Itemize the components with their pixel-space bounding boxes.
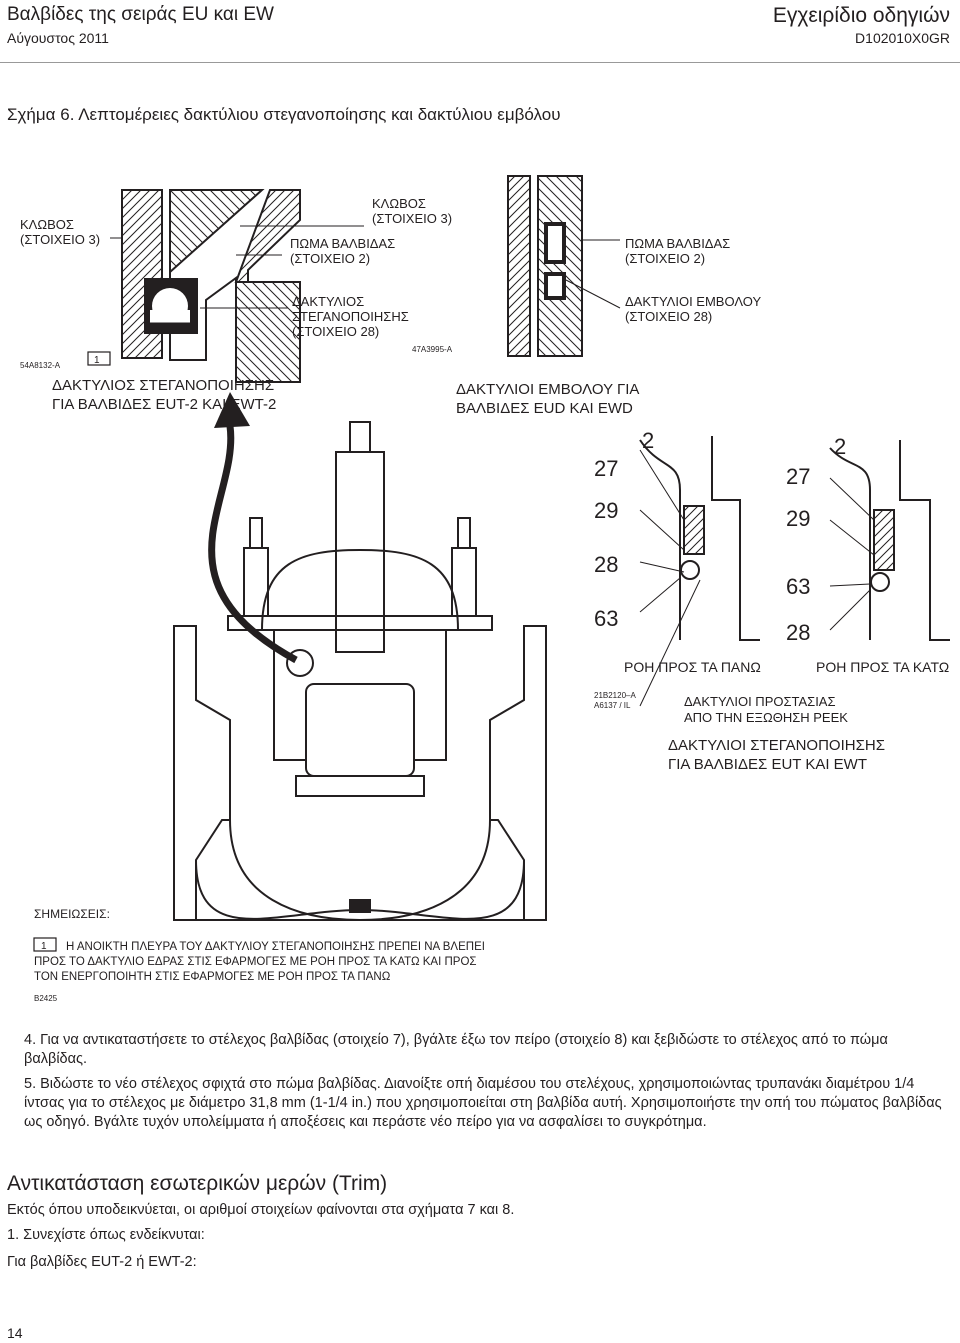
right-cage-label: ΚΛΩΒΟΣ(ΣΤΟΙΧΕΙΟ 3) (372, 196, 452, 226)
step-4-paragraph: 4. Για να αντικαταστήσετε το στέλεχος βα… (24, 1032, 888, 1067)
valve-subheading: Για βαλβίδες EUT-2 ή EWT-2: (7, 1254, 197, 1270)
flow-down-numbers: 2 27 29 63 28 (786, 434, 846, 645)
svg-text:27: 27 (594, 456, 618, 481)
notes-heading: ΣΗΜΕΙΩΣΕΙΣ: (34, 907, 110, 921)
right-bonnet-label: ΠΩΜΑ ΒΑΛΒΙΔΑΣ(ΣΤΟΙΧΕΙΟ 2) (625, 236, 730, 266)
svg-text:28: 28 (594, 552, 618, 577)
svg-text:63: 63 (594, 606, 618, 631)
notes-ref-box (33, 937, 57, 952)
figure-drawing: ΚΛΩΒΟΣ(ΣΤΟΙΧΕΙΟ 3) ΠΩΜΑ ΒΑΛΒΙΔΑΣ(ΣΤΟΙΧΕΙ… (20, 175, 950, 1003)
left-cage-label: ΚΛΩΒΟΣ(ΣΤΟΙΧΕΙΟ 3) (20, 217, 100, 247)
svg-text:2: 2 (834, 434, 846, 459)
flow-down-label: ΡΟΗ ΠΡΟΣ ΤΑ ΚΑΤΩ (816, 659, 949, 675)
svg-text:28: 28 (786, 620, 810, 645)
svg-text:2: 2 (642, 428, 654, 453)
right-piston-detail (507, 175, 621, 357)
svg-text:63: 63 (786, 574, 810, 599)
svg-text:27: 27 (786, 464, 810, 489)
notes-code: B2425 (34, 994, 58, 1003)
left-bonnet-label: ΠΩΜΑ ΒΑΛΒΙΔΑΣ(ΣΤΟΙΧΕΙΟ 2) (290, 236, 395, 266)
page-number: 14 (7, 1325, 23, 1341)
left-detail-code: 54A8132-A (20, 361, 61, 370)
right-ring-label: ΔΑΚΤΥΛΙΟΙ ΕΜΒΟΛΟΥ(ΣΤΟΙΧΕΙΟ 28) (625, 294, 761, 324)
header-doc-id: D102010X0GR (855, 30, 950, 46)
right-detail-code: 47A3995-A (412, 345, 453, 354)
header-manual-title: Εγχειρίδιο οδηγιών (772, 4, 950, 27)
left-detail-note-ref: 1 (94, 355, 100, 366)
flow-down-detail (829, 440, 950, 641)
flow-up-label: ΡΟΗ ΠΡΟΣ ΤΑ ΠΑΝΩ (624, 659, 761, 675)
valve-body-drawing (173, 421, 547, 922)
detail-callout-arrow (208, 425, 298, 664)
figure-caption: Σχήμα 6. Λεπτομέρειες δακτύλιου στεγανοπ… (7, 105, 561, 124)
header-product-title: Βαλβίδες της σειράς EU και EW (7, 4, 274, 25)
step-1-text: 1. Συνεχίστε όπως ενδείκνυται: (7, 1227, 205, 1243)
flow-up-detail (639, 436, 760, 641)
section-heading: Αντικατάσταση εσωτερικών μερών (Trim) (7, 1172, 388, 1195)
header-rule (0, 62, 960, 63)
svg-text:29: 29 (786, 506, 810, 531)
svg-text:29: 29 (594, 498, 618, 523)
intro-text: Εκτός όπου υποδεικνύεται, οι αριθμοί στο… (7, 1202, 515, 1218)
flow-up-numbers: 2 27 29 28 63 (594, 428, 654, 631)
left-seal-detail (87, 189, 364, 383)
notes-text: Η ΑΝΟΙΚΤΗ ΠΛΕΥΡΑ ΤΟΥ ΔΑΚΤΥΛΙΟΥ ΣΤΕΓΑΝΟΠΟ… (34, 941, 485, 983)
detail-callout-arrowhead (214, 392, 250, 428)
step-5-paragraph: 5. Βιδώστε το νέο στέλεχος σφιχτά στο πώ… (24, 1076, 942, 1130)
notes-ref: 1 (41, 941, 47, 952)
header-date: Αύγουστος 2011 (7, 30, 109, 46)
